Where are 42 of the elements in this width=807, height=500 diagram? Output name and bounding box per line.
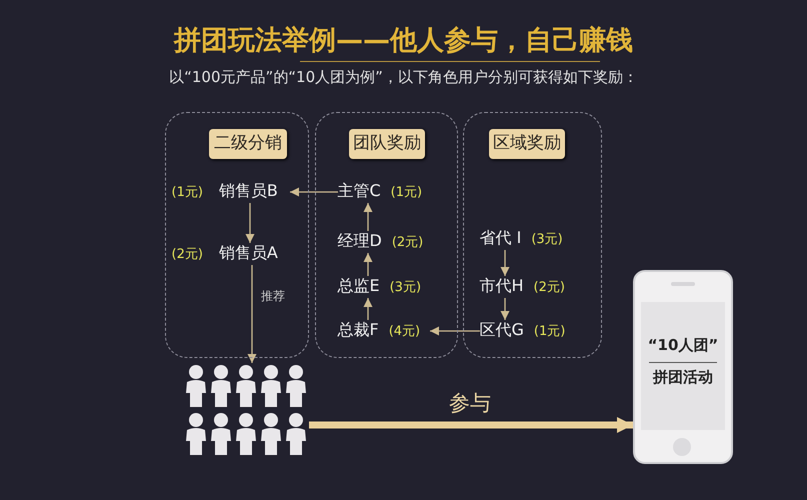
dashed-panel xyxy=(165,112,309,358)
role-name: 销售员B xyxy=(218,181,278,202)
role-name: 总监E xyxy=(338,276,380,297)
reward-amount: (3元) xyxy=(390,278,422,296)
edge-label: 推荐 xyxy=(261,288,285,305)
arrow xyxy=(248,265,256,363)
subtitle: 以“100元产品”的“10人团为例”，以下角色用户分别可获得如下奖励： xyxy=(168,68,639,87)
reward-amount: (4元) xyxy=(388,322,420,340)
arrow xyxy=(430,326,480,336)
phone-text: “10人团” xyxy=(646,336,720,355)
title: 拼团玩法举例——他人参与，自己赚钱 xyxy=(172,24,634,58)
role-name: 经理D xyxy=(338,231,382,252)
heading-tag: 二级分销 xyxy=(209,129,287,159)
reward-amount: (2元) xyxy=(172,246,203,262)
people-drawing xyxy=(183,363,309,458)
reward-amount: (3元) xyxy=(531,230,563,248)
role-name: 区代G xyxy=(480,320,524,341)
reward-amount: (2元) xyxy=(534,278,565,296)
role-name: 省代 I xyxy=(480,228,522,249)
arrow xyxy=(246,203,254,243)
role-name: 总裁F xyxy=(338,320,379,341)
reward-amount: (2元) xyxy=(392,234,424,250)
heading-tag: 团队奖励 xyxy=(349,129,425,159)
role-name: 市代H xyxy=(480,276,524,297)
phone-drawing xyxy=(633,270,733,464)
role-name: 销售员A xyxy=(218,243,278,264)
phone-text: 拼团活动 xyxy=(652,368,714,387)
wide-arrow xyxy=(309,417,633,433)
dashed-panel xyxy=(463,112,602,358)
reward-amount: (1元) xyxy=(390,184,422,200)
arrow xyxy=(364,203,372,231)
reward-amount: (1元) xyxy=(534,322,566,340)
edge-label: 参与 xyxy=(449,390,491,417)
heading-tag: 区域奖励 xyxy=(489,129,565,159)
arrow xyxy=(500,298,510,320)
dashed-panel xyxy=(315,112,458,358)
arrow xyxy=(500,250,510,276)
arrow xyxy=(364,253,372,276)
role-name: 主管C xyxy=(338,181,381,202)
arrow xyxy=(364,298,372,320)
arrow xyxy=(290,188,338,196)
reward-amount: (1元) xyxy=(172,184,203,200)
